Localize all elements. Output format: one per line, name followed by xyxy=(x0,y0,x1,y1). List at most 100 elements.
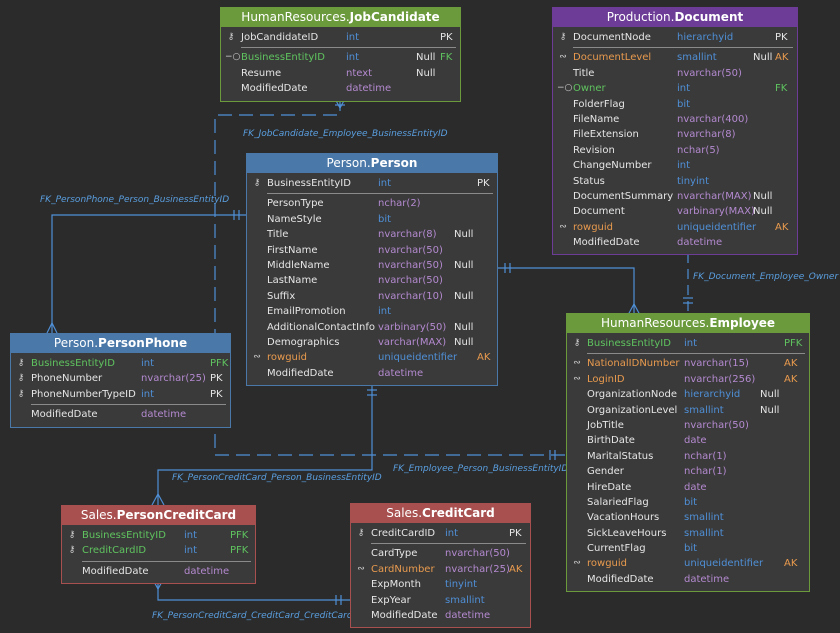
column-type: datetime xyxy=(684,573,730,585)
table-header[interactable]: Person.PersonPhone xyxy=(11,334,230,353)
column-name: ExpMonth xyxy=(371,579,421,591)
rel-label-personcreditcard-person[interactable]: FK_PersonCreditCard_Person_BusinessEntit… xyxy=(172,473,382,483)
table-header[interactable]: HumanResources.JobCandidate xyxy=(221,8,460,27)
table-header[interactable]: HumanResources.Employee xyxy=(567,314,809,333)
column-key: PFK xyxy=(784,338,803,349)
column-type: int xyxy=(445,528,459,539)
column-type: nvarchar(50) xyxy=(378,244,443,256)
table-header[interactable]: Person.Person xyxy=(247,154,497,173)
column-type: nvarchar(8) xyxy=(378,229,437,241)
rel-label-personphone-person[interactable]: FK_PersonPhone_Person_BusinessEntityID xyxy=(40,195,230,205)
rel-label-employee-person[interactable]: FK_Employee_Person_BusinessEntityID xyxy=(393,464,569,474)
column-key: PK xyxy=(210,388,223,400)
column-name: Title xyxy=(267,229,289,241)
table-header[interactable]: Sales.CreditCard xyxy=(351,504,530,523)
column-type: nvarchar(25) xyxy=(445,563,510,575)
column-name: JobTitle xyxy=(587,419,624,431)
line-person-personcreditcard xyxy=(157,378,373,505)
column-name: CardType xyxy=(371,548,418,560)
rel-label-document-employee[interactable]: FK_Document_Employee_Owner xyxy=(693,272,839,282)
table-employee[interactable]: HumanResources.Employee ⚷BusinessEntityID… xyxy=(566,313,810,593)
table-header[interactable]: Production.Document xyxy=(553,8,797,27)
column-name: PhoneNumber xyxy=(31,373,103,385)
table-jobcandidate[interactable]: HumanResources.JobCandidate ⚷JobCandidate… xyxy=(220,7,461,102)
primary-key-icon: ⚷ xyxy=(573,338,581,348)
alternate-key-icon: ∾ xyxy=(559,52,567,63)
column-name: BusinessEntityID xyxy=(267,178,351,189)
rel-label-jobcandidate-employee[interactable]: FK_JobCandidate_Employee_BusinessEntityI… xyxy=(243,129,448,139)
schema-name: Sales. xyxy=(80,508,117,522)
column-nullable: Null xyxy=(753,206,773,218)
schema-name: Production. xyxy=(606,10,675,24)
primary-key-icon: ⚷ xyxy=(357,528,365,538)
rel-label-personcreditcard-creditcard[interactable]: FK_PersonCreditCard_CreditCard_CreditCar… xyxy=(152,611,363,621)
table-header[interactable]: Sales.PersonCreditCard xyxy=(62,506,255,525)
